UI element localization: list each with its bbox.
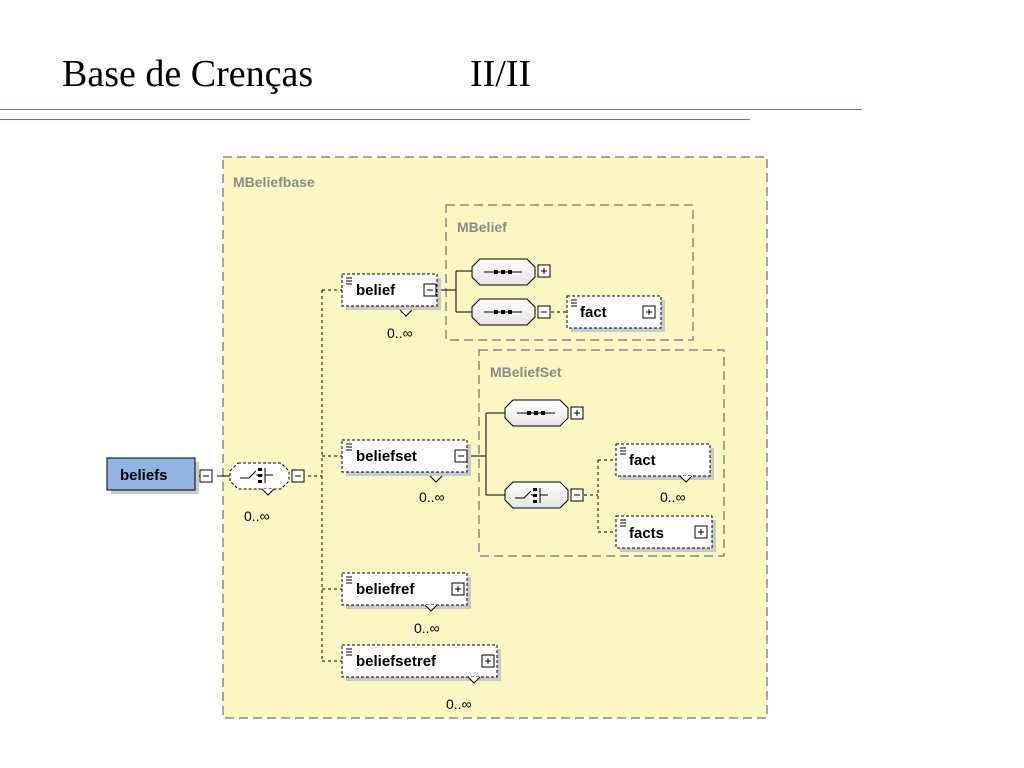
beliefsetref-cardinality: 0..∞ [446,696,472,712]
beliefref-expand-icon[interactable] [451,582,465,596]
choice-compositor-icon[interactable] [504,481,569,509]
svg-text:beliefsetref: beliefsetref [356,653,437,670]
mbeliefset-label: MBeliefSet [490,364,562,380]
beliefref-element[interactable]: beliefref [341,572,471,609]
svg-text:facts: facts [629,525,664,542]
sequence-compositor-icon[interactable] [471,298,536,326]
belief-notch [399,309,413,317]
choice-collapse-icon[interactable] [570,488,584,502]
sequence-expand-icon[interactable] [570,406,584,420]
belief-cardinality: 0..∞ [387,325,413,341]
svg-text:beliefset: beliefset [356,448,417,465]
fact-cardinality: 0..∞ [660,489,686,505]
fact-expand-icon[interactable] [642,305,656,319]
svg-text:belief: belief [356,282,396,299]
choice-compositor-icon[interactable] [229,462,290,496]
facts-expand-icon[interactable] [694,525,708,539]
beliefs-collapse-icon[interactable] [199,469,213,483]
mbeliefbase-label: MBeliefbase [233,174,315,190]
beliefset-cardinality: 0..∞ [419,489,445,505]
beliefs-element[interactable]: beliefs [106,457,199,494]
beliefset-notch [429,475,443,483]
choice-collapse-icon[interactable] [291,469,305,483]
beliefs-cardinality: 0..∞ [244,508,270,524]
belief-collapse-icon[interactable] [423,283,437,297]
sequence-expand-icon[interactable] [537,264,551,278]
fact-element[interactable]: fact [615,443,714,480]
sequence-compositor-icon[interactable] [471,258,536,286]
beliefsetref-expand-icon[interactable] [481,654,495,668]
beliefset-element[interactable]: beliefset [341,439,471,476]
title-rule-upper [0,109,862,110]
beliefset-collapse-icon[interactable] [454,449,468,463]
fact-notch [679,475,693,483]
beliefsetref-notch [467,676,481,684]
mbelief-label: MBelief [457,219,507,235]
svg-text:beliefref: beliefref [356,581,415,598]
beliefsetref-element[interactable]: beliefsetref [341,644,501,681]
sequence-compositor-icon[interactable] [504,399,569,427]
beliefref-cardinality: 0..∞ [414,620,440,636]
beliefref-notch [424,604,438,612]
slide-title: Base de Crenças [62,53,314,95]
svg-text:fact: fact [580,304,607,321]
svg-text:beliefs: beliefs [120,467,168,484]
sequence-collapse-icon[interactable] [537,305,551,319]
svg-text:fact: fact [629,452,656,469]
title-rule-lower [0,119,750,120]
slide-page-number: II/II [470,53,532,95]
connectors [199,270,616,662]
